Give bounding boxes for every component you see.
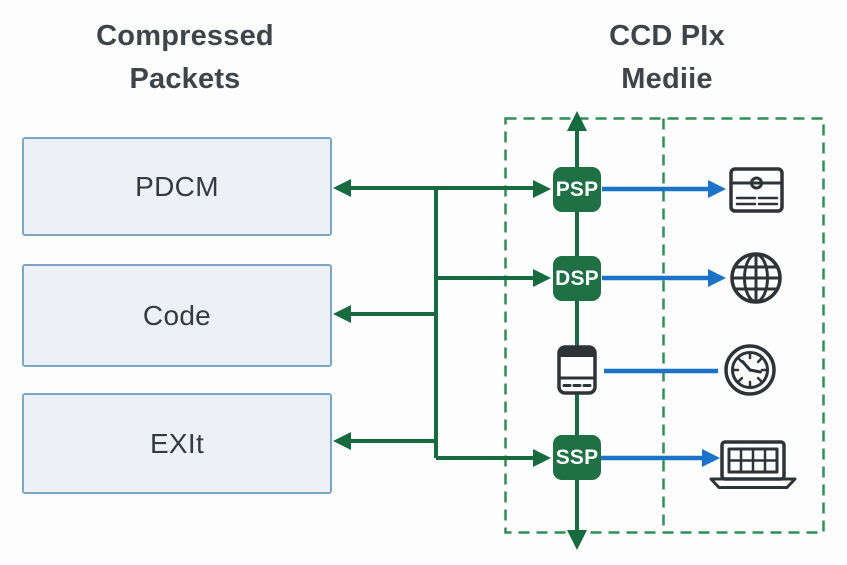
- card-machine-icon: [729, 167, 784, 213]
- arrowhead-into-exit: [333, 432, 351, 450]
- terminal-device-icon: [557, 345, 597, 395]
- blue-connectors: [601, 180, 726, 467]
- arrowhead-into-pdcm: [333, 179, 351, 197]
- arrowhead-into-dsp: [533, 269, 551, 287]
- box-pdcm: PDCM: [22, 137, 332, 236]
- badge-ssp-label: SSP: [555, 445, 599, 469]
- arrowhead-down: [567, 530, 587, 550]
- badge-dsp-label: DSP: [555, 266, 599, 290]
- green-connectors: [333, 111, 587, 550]
- arrowhead-into-card-machine: [708, 180, 726, 198]
- arrowhead-into-ssp: [533, 449, 551, 467]
- right-column-title: CCD PIx Mediie: [517, 15, 817, 101]
- badge-dsp: DSP: [553, 256, 601, 301]
- dashed-container-border: [504, 117, 825, 534]
- badge-psp-label: PSP: [555, 177, 599, 201]
- arrowhead-into-code: [333, 305, 351, 323]
- dashed-container: [504, 117, 825, 534]
- left-title-line1: Compressed: [96, 20, 274, 52]
- box-code: Code: [22, 264, 332, 367]
- arrowhead-up: [567, 111, 587, 131]
- box-pdcm-label: PDCM: [135, 170, 219, 202]
- right-title-line1: CCD PIx: [609, 20, 725, 52]
- globe-icon: [730, 252, 782, 304]
- left-column-title: Compressed Packets: [35, 15, 335, 101]
- badge-psp: PSP: [553, 167, 601, 212]
- laptop-icon: [709, 440, 797, 489]
- box-code-label: Code: [142, 299, 212, 331]
- right-title-line2: Mediie: [621, 63, 713, 95]
- badge-ssp: SSP: [553, 435, 601, 480]
- arrowhead-into-globe: [708, 269, 726, 287]
- left-title-line2: Packets: [129, 63, 241, 95]
- arrowhead-into-psp: [533, 180, 551, 198]
- arrowhead-into-laptop: [702, 449, 720, 467]
- clock-icon: [724, 344, 776, 396]
- box-exit: EXIt: [22, 393, 332, 494]
- box-exit-label: EXIt: [149, 427, 205, 459]
